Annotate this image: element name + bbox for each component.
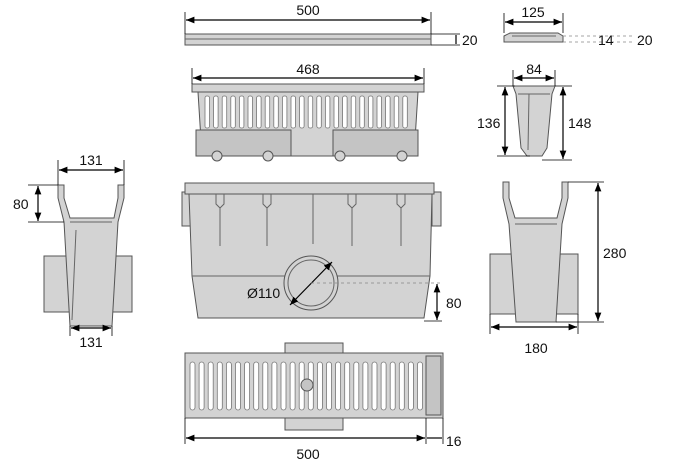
basket-length-dimension: 468 [191,61,425,84]
plan-slot [344,361,351,411]
basket-slot [333,95,339,129]
basket-inner-height-dimension: 136 [477,85,530,157]
grate-side-height-dimension: 14 20 [563,32,653,48]
channel-top-width-label: 131 [79,152,103,168]
plan-slot [271,361,278,411]
channel-top-depth-dimension: 80 [13,184,64,223]
basket-slot [290,95,296,129]
grate-length-label: 500 [296,2,320,18]
basket-slots [204,95,408,129]
basket-slot [376,95,382,129]
outlet-axis-height-dimension: 80 [311,282,462,322]
plan-slot [335,361,342,411]
basket-height-label: 148 [568,115,592,131]
plan-slot [225,361,232,411]
plan-end-offset-dimension: 16 [427,418,462,449]
basket-slot [221,95,228,129]
basket-slot [393,95,400,129]
basket-side-view [191,83,425,162]
basket-inner-height-label: 136 [477,115,501,131]
channel-front-view [181,182,442,319]
basket-slot [316,95,322,129]
basket-slot [213,95,219,129]
basket-slot [367,95,374,129]
basket-slot [342,95,348,129]
channel-end-view [489,181,579,323]
outlet-diameter-label: Ø110 [247,285,280,301]
grate-side-total-label: 20 [637,32,653,48]
grate-end-view [503,32,564,43]
channel-cross-section [43,184,133,327]
plan-slot [289,361,296,411]
grate-width-dimension: 125 [503,4,564,33]
plan-slot [417,361,423,411]
basket-slot [273,95,279,129]
plan-slot [244,361,251,411]
plan-slot [235,361,241,411]
basket-height-dimension: 148 [542,85,592,161]
plan-slot [389,361,396,411]
plan-slot [253,361,260,411]
grate-side-view [184,33,432,46]
plan-slot [362,361,369,411]
basket-slot [307,95,314,129]
basket-slot [247,95,253,129]
plan-slot [280,361,287,411]
basket-width-dimension: 84 [512,61,556,86]
basket-width-label: 84 [526,61,542,77]
plan-slot [198,361,205,411]
plan-end-offset-label: 16 [446,433,462,449]
plan-slot [407,361,414,411]
plan-slot [207,361,214,411]
grate-length-dimension: 500 [184,2,432,34]
channel-bottom-width-dimension: 131 [69,324,113,350]
basket-slot [385,95,391,129]
grate-side-height-label: 14 [598,32,614,48]
body-width-label: 180 [524,340,548,356]
grate-height-label: 20 [462,32,478,48]
basket-slot [359,95,365,129]
basket-slot [350,95,357,129]
basket-slot [299,95,305,129]
basket-hangers [215,194,406,246]
plan-length-dimension: 500 [184,418,427,462]
channel-bottom-width-label: 131 [79,334,103,350]
basket-end-view [512,85,556,157]
grate-width-label: 125 [521,4,545,20]
plan-slot [262,361,269,411]
basket-slot [281,95,288,129]
body-width-dimension: 180 [489,314,579,356]
plan-slot [398,361,405,411]
channel-plan-view [184,342,444,431]
channel-top-depth-label: 80 [13,196,29,212]
plan-slot [316,361,323,411]
basket-slot [256,95,262,129]
plan-slot [353,361,360,411]
plan-slots [189,361,423,411]
basket-slot [230,95,236,129]
plan-slot [371,361,378,411]
plan-slot [380,361,387,411]
basket-slot [238,95,245,129]
basket-slot [324,95,331,129]
basket-slot [204,95,210,129]
grate-height-dimension: 20 [431,32,478,48]
plan-slot [189,361,196,411]
body-height-dimension: 280 [556,181,627,323]
outlet-diameter-dimension: Ø110 [247,261,333,306]
plan-slot [216,361,223,411]
channel-top-width-dimension: 131 [57,152,125,185]
body-height-label: 280 [603,245,627,261]
plan-length-label: 500 [296,446,320,462]
basket-slot [402,95,408,129]
basket-slot [264,95,271,129]
basket-length-label: 468 [296,61,320,77]
plan-slot [326,361,332,411]
outlet-axis-height-label: 80 [446,295,462,311]
